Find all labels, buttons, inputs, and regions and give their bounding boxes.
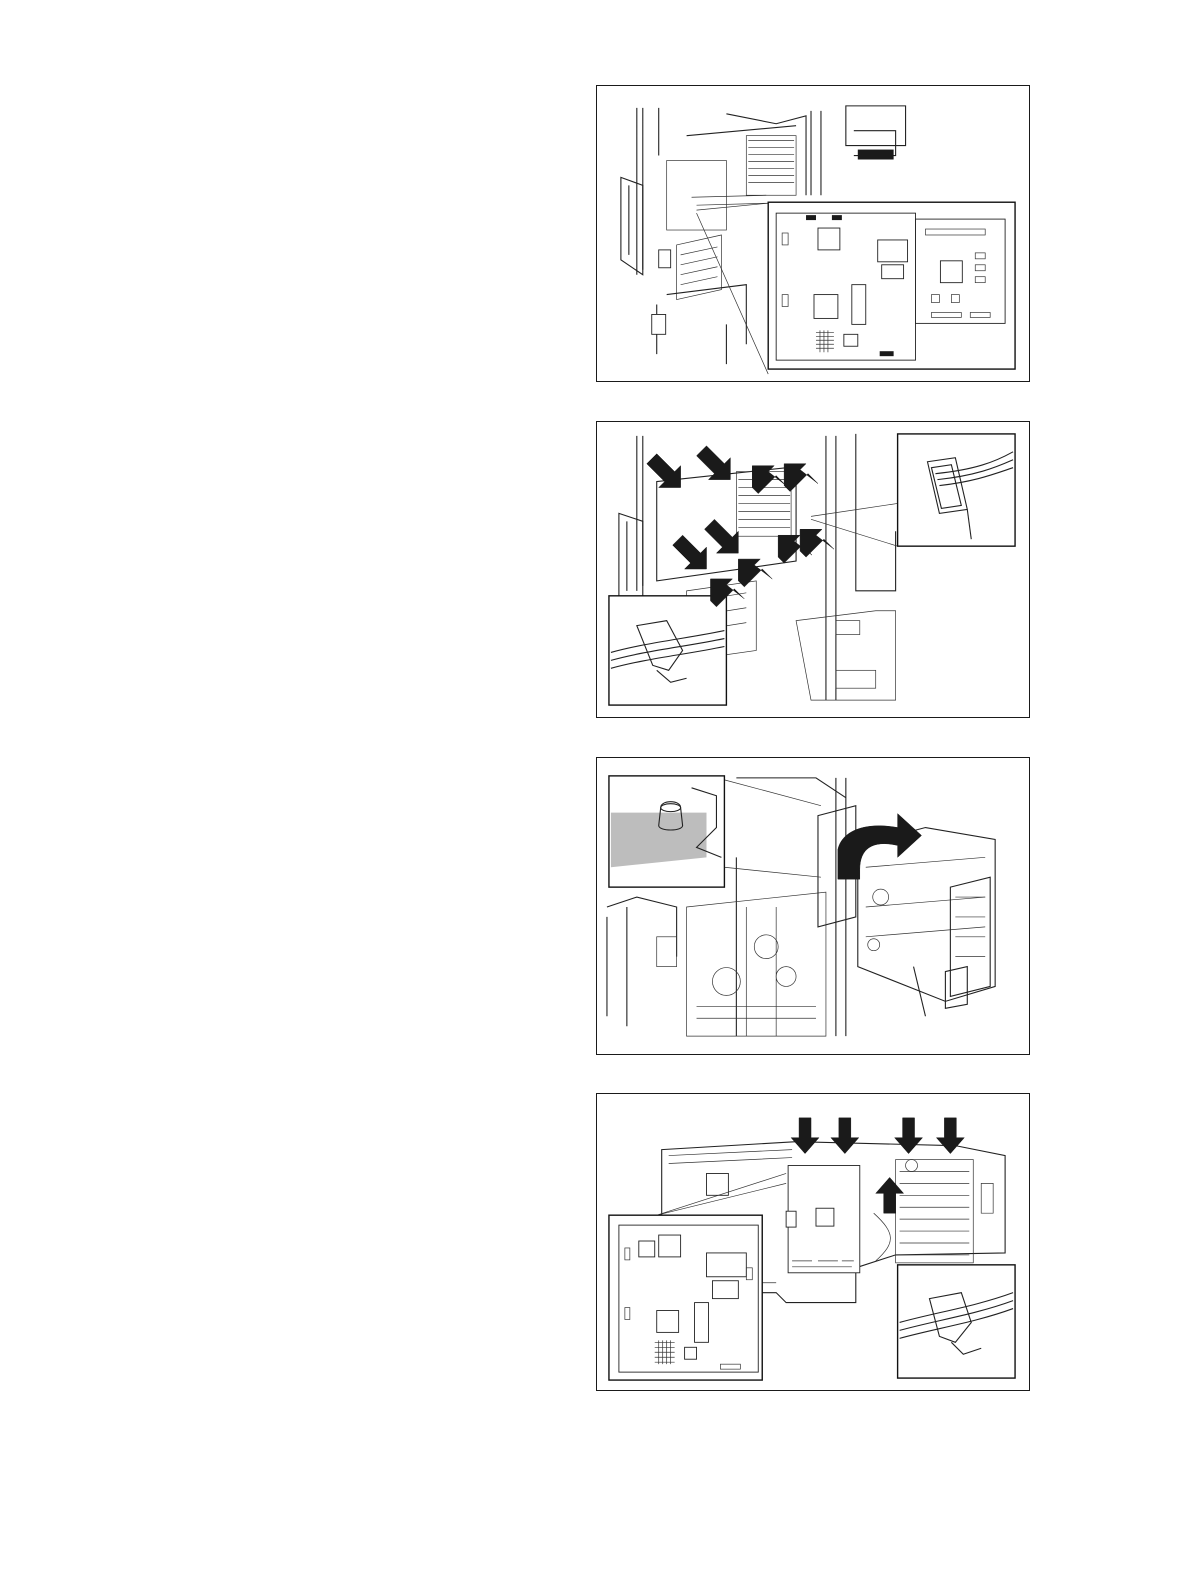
figure-3	[596, 757, 1030, 1055]
machine-rear-frame-icon	[597, 86, 1029, 381]
figure-4	[596, 1093, 1030, 1391]
machine-rear-frame-icon	[597, 758, 1029, 1054]
harness-clamp-detail-icon	[811, 434, 1015, 546]
figure-1	[596, 85, 1030, 382]
machine-rear-frame-icon	[597, 422, 1029, 717]
locating-pin-detail-icon	[609, 776, 821, 887]
harness-clamp-detail-icon	[898, 1265, 1015, 1378]
wire-saddle-detail-icon	[609, 596, 726, 705]
pcb-board-detail-icon	[768, 202, 1015, 369]
figure-2	[596, 421, 1030, 718]
pcb-board-detail-icon	[609, 1173, 786, 1380]
control-box-board-icon	[597, 1094, 1029, 1390]
